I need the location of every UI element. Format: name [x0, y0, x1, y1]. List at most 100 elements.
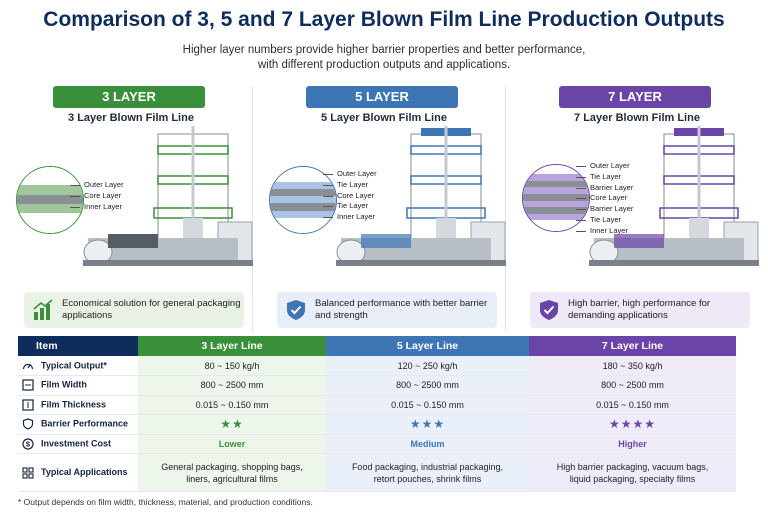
table-row: Film Width 800 ~ 2500 mm 800 ~ 2500 mm 8… — [18, 375, 736, 396]
line-title-3-layer: 3 Layer Blown Film Line — [68, 112, 194, 124]
table-header-row: Item 3 Layer Line 5 Layer Line 7 Layer L… — [18, 336, 736, 356]
row-label-text: Barrier Performance — [41, 418, 129, 429]
application-line: Food packaging, industrial packaging, — [351, 461, 504, 472]
panel-3-layer: 3 LAYER 3 Layer Blown Film Line Outer La… — [8, 84, 254, 334]
cell-7-layer: High barrier packaging, vacuum bags, liq… — [529, 453, 736, 492]
blown-film-machine-7-layer-icon — [589, 126, 759, 266]
film-cross-section-3-layer — [16, 166, 84, 234]
header-7-layer: 7 Layer Line — [529, 336, 736, 356]
cell-5-layer: Food packaging, industrial packaging, re… — [326, 453, 529, 492]
application-line: retort pouches, shrink films — [373, 473, 482, 484]
cell-7-layer: Higher — [529, 434, 736, 454]
badge-5-layer: 5 LAYER — [306, 86, 458, 108]
cell-5-layer: Medium — [326, 434, 529, 454]
svg-text:$: $ — [26, 439, 31, 448]
layer-label: Barrier Layer — [575, 204, 633, 215]
row-label: Film Width — [18, 375, 138, 396]
layer-label: Outer Layer — [575, 161, 633, 172]
cell-3-layer: General packaging, shopping bags, liners… — [138, 453, 326, 492]
cell-5-layer: 800 ~ 2500 mm — [326, 375, 529, 396]
layer-labels-7-layer: Outer Layer Tie Layer Barrier Layer Core… — [575, 161, 633, 237]
benefit-text: High barrier, high performance for deman… — [568, 298, 711, 321]
row-label-text: Investment Cost — [41, 438, 112, 449]
layer-labels-5-layer: Outer Layer Tie Layer Core Layer Tie Lay… — [323, 169, 377, 223]
cell-3-layer: 800 ~ 2500 mm — [138, 375, 326, 396]
blown-film-machine-5-layer-icon — [336, 126, 506, 266]
row-label: Barrier Performance — [18, 414, 138, 435]
benefit-text: Balanced performance with better barrier… — [315, 298, 488, 321]
layer-label: Core Layer — [575, 193, 633, 204]
cell-5-layer: 120 ~ 250 kg/h — [326, 356, 529, 376]
film-cross-section-5-layer — [269, 166, 337, 234]
page-title: Comparison of 3, 5 and 7 Layer Blown Fil… — [43, 8, 725, 31]
row-label: Typical Applications — [18, 453, 138, 492]
rating-stars: ★★ — [220, 417, 244, 432]
line-title-5-layer: 5 Layer Blown Film Line — [321, 112, 447, 124]
film-cross-section-7-layer — [522, 164, 590, 232]
row-label: Typical Output* — [18, 356, 138, 376]
row-label-text: Typical Output* — [41, 359, 107, 370]
cell-7-layer: 800 ~ 2500 mm — [529, 375, 736, 396]
cost-value: Lower — [218, 438, 246, 449]
layer-label: Tie Layer — [323, 201, 377, 212]
gauge-icon — [22, 363, 34, 369]
benefit-text: Economical solution for general packagin… — [62, 298, 241, 321]
row-label: Film Thickness — [18, 395, 138, 415]
layer-label: Tie Layer — [323, 180, 377, 191]
row-label-text: Film Width — [41, 379, 87, 390]
header-5-layer: 5 Layer Line — [326, 336, 529, 356]
cell-7-layer: 0.015 ~ 0.150 mm — [529, 395, 736, 415]
layer-label: Inner Layer — [575, 226, 633, 237]
line-title-7-layer: 7 Layer Blown Film Line — [574, 112, 700, 124]
table-row: Barrier Performance ★★ ★★★ ★★★★ — [18, 414, 736, 435]
subtitle-line-1: Higher layer numbers provide higher barr… — [182, 44, 586, 56]
application-line: High barrier packaging, vacuum bags, — [556, 461, 709, 472]
cell-3-layer: ★★ — [138, 414, 326, 435]
layer-label: Outer Layer — [323, 169, 377, 180]
cell-3-layer: Lower — [138, 434, 326, 454]
comparison-table: Item 3 Layer Line 5 Layer Line 7 Layer L… — [18, 336, 736, 492]
benefit-7-layer: High barrier, high performance for deman… — [530, 292, 750, 328]
ruler-icon — [22, 379, 34, 391]
table-row: Typical Applications General packaging, … — [18, 453, 736, 492]
row-label-text: Typical Applications — [41, 467, 128, 478]
cell-7-layer: 180 ~ 350 kg/h — [529, 356, 736, 376]
layer-label: Core Layer — [323, 191, 377, 202]
cell-5-layer: 0.015 ~ 0.150 mm — [326, 395, 529, 415]
rating-stars: ★★★ — [409, 417, 446, 432]
layer-label: Inner Layer — [70, 202, 124, 213]
application-line: General packaging, shopping bags, — [161, 461, 303, 472]
layer-label: Core Layer — [70, 191, 124, 202]
header-3-layer: 3 Layer Line — [138, 336, 326, 356]
cost-value: Higher — [618, 438, 647, 449]
cell-3-layer: 0.015 ~ 0.150 mm — [138, 395, 326, 415]
shield-icon — [22, 418, 34, 430]
panel-divider — [505, 86, 506, 332]
shield-check-icon — [287, 300, 305, 320]
table-row: Typical Output* 80 ~ 150 kg/h 120 ~ 250 … — [18, 356, 736, 376]
panel-divider — [252, 86, 253, 332]
table-row: $ Investment Cost Lower Medium Higher — [18, 434, 736, 454]
blown-film-machine-3-layer-icon — [83, 126, 253, 266]
layer-label: Tie Layer — [575, 172, 633, 183]
layer-label: Barrier Layer — [575, 183, 633, 194]
layer-label: Tie Layer — [575, 215, 633, 226]
badge-3-layer: 3 LAYER — [53, 86, 205, 108]
row-label-text: Film Thickness — [41, 399, 107, 410]
page-subtitle: Higher layer numbers provide higher barr… — [0, 43, 768, 73]
benefit-3-layer: Economical solution for general packagin… — [24, 292, 244, 328]
row-label: $ Investment Cost — [18, 434, 138, 454]
footnote: * Output depends on film width, thicknes… — [18, 497, 313, 507]
layer-label: Inner Layer — [323, 212, 377, 223]
subtitle-line-2: with different production outputs and ap… — [257, 59, 511, 71]
panel-7-layer: 7 LAYER 7 Layer Blown Film Line Outer La… — [514, 84, 760, 334]
layer-label: Outer Layer — [70, 180, 124, 191]
cell-5-layer: ★★★ — [326, 414, 529, 435]
cost-value: Medium — [410, 438, 445, 449]
application-line: liquid packaging, specialty films — [569, 473, 696, 484]
panel-5-layer: 5 LAYER 5 Layer Blown Film Line Outer La… — [261, 84, 507, 334]
application-line: liners, agricultural films — [186, 473, 278, 484]
rating-stars: ★★★★ — [608, 417, 657, 432]
header-item: Item — [18, 336, 138, 356]
grid-icon — [22, 467, 34, 479]
